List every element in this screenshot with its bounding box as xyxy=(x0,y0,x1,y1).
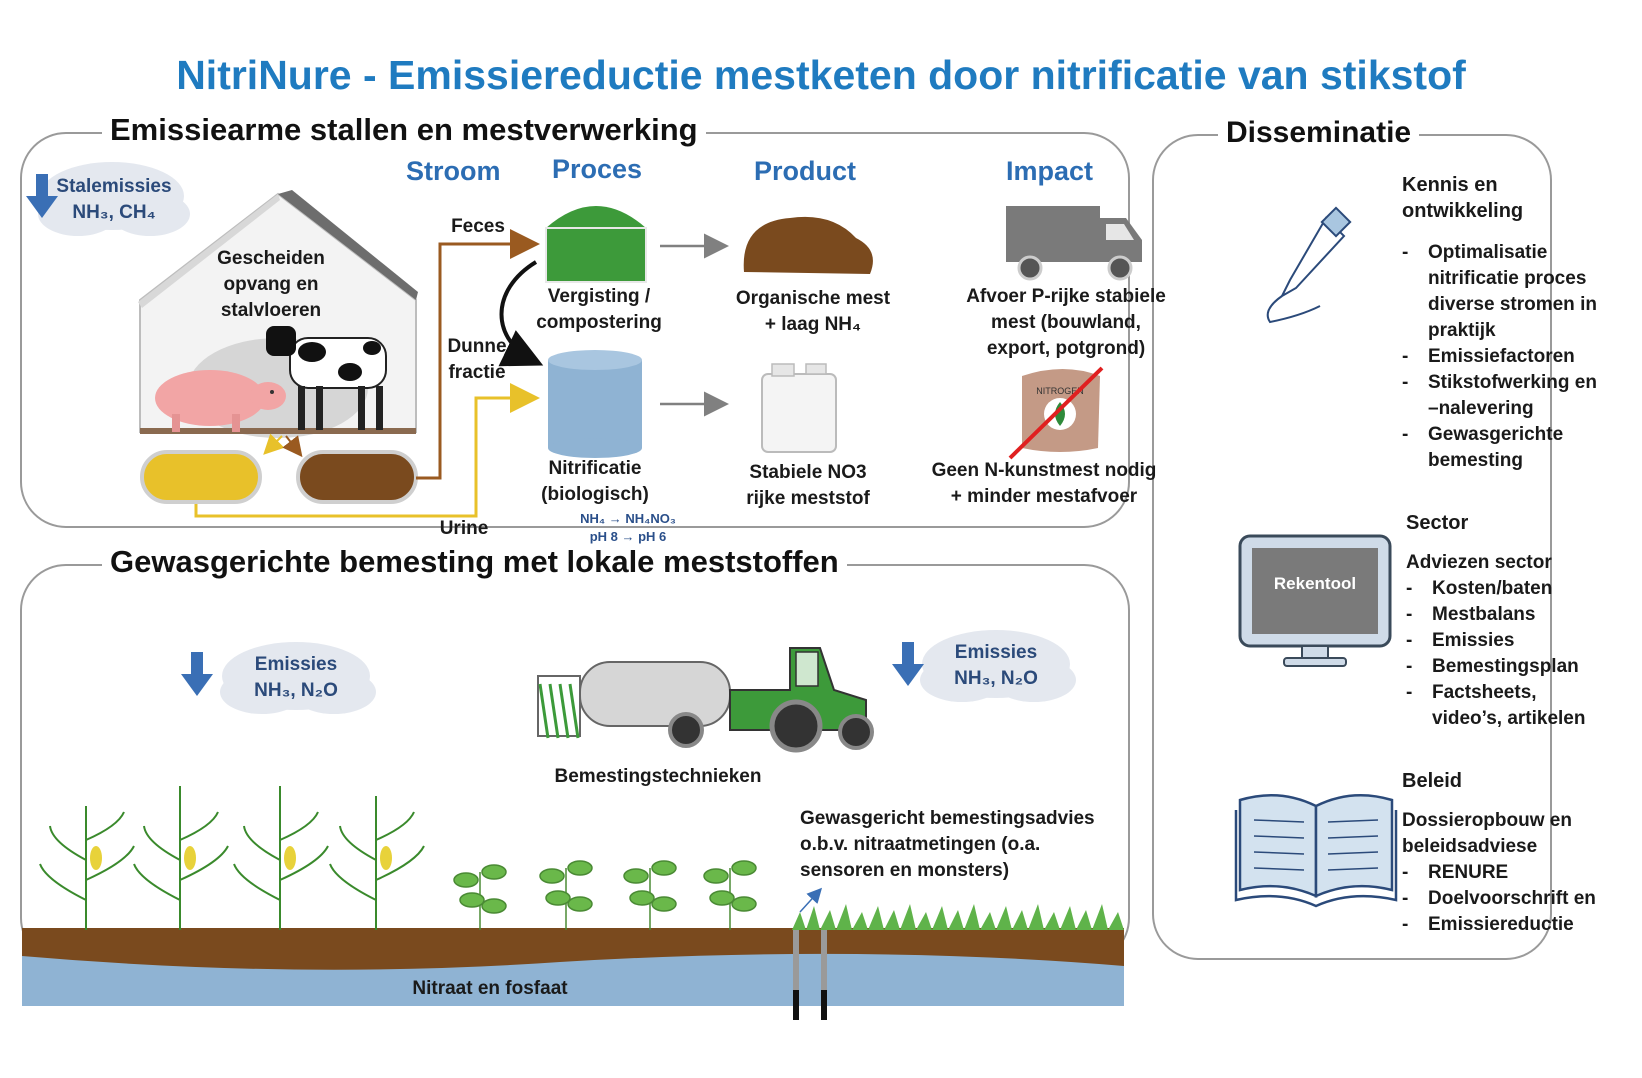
list-item: Emissiefactoren xyxy=(1402,344,1602,370)
process-nitrification-reaction: NH₄ → NH₄NO₃ xyxy=(580,511,676,526)
bag-text: NITROGEN xyxy=(1036,386,1084,396)
emissions-right-title: Emissies xyxy=(954,642,1038,663)
emissions-right-gases: NH₃, N₂O xyxy=(954,668,1038,689)
bottom-section-title: Gewasgerichte bemesting met lokale mests… xyxy=(102,544,847,580)
list-item: Factsheets, video’s, artikelen xyxy=(1406,680,1606,732)
process-nitrification-ph: pH 8 → pH 6 xyxy=(589,529,667,544)
beleid-heading: Beleid xyxy=(1402,770,1463,792)
sidebar-title: Disseminatie xyxy=(1218,116,1420,150)
cow-icon xyxy=(266,326,387,430)
jerrycan-icon xyxy=(761,363,837,453)
digester-icon xyxy=(545,206,647,283)
sidebar-kennis: Kennis en ontwikkeling Optimalisatie nit… xyxy=(1402,172,1602,474)
list-item: Emissiereductie xyxy=(1402,912,1602,938)
impact-export-label: Afvoer P-rijke stabiele mest (bouwland, … xyxy=(966,286,1166,359)
list-item: Bemestingsplan xyxy=(1406,654,1606,680)
monitor-screen-label: Rekentool xyxy=(1273,574,1357,593)
book-icon xyxy=(1234,794,1398,908)
pig-icon xyxy=(155,370,286,432)
fountain-pen-icon xyxy=(1266,206,1352,324)
column-impact: Impact xyxy=(1006,156,1094,186)
sidebar-sector: Sector Adviezen sector Kosten/baten Mest… xyxy=(1406,510,1606,732)
down-arrow-icon xyxy=(181,652,213,696)
reactor-icon xyxy=(548,350,642,458)
flow-feces-label: Feces xyxy=(451,216,505,237)
kennis-heading: Kennis en ontwikkeling xyxy=(1402,174,1524,222)
emissions-right-label: Emissies NH₃, N₂O xyxy=(936,640,1056,692)
feces-storage xyxy=(296,450,418,504)
product-organic-manure-label: Organische mest + laag NH₄ xyxy=(735,288,891,335)
sector-heading: Sector xyxy=(1406,512,1469,534)
urine-storage xyxy=(140,450,262,504)
technique-label: Bemestingstechnieken xyxy=(554,766,762,787)
emissions-left-title: Emissies xyxy=(254,654,338,675)
list-item: Mestbalans xyxy=(1406,602,1606,628)
column-product: Product xyxy=(754,156,857,186)
stal-emissions-title: Stalemissies xyxy=(56,176,172,197)
grass-patch xyxy=(792,904,1124,930)
emissions-cloud-left xyxy=(220,642,376,714)
potato-plants xyxy=(453,860,757,930)
stal-emissions-label: Stalemissies NH₃, CH₄ xyxy=(50,174,178,226)
process-nitrification-label: Nitrificatie (biologisch) xyxy=(541,458,649,505)
truck-icon xyxy=(1006,206,1142,281)
emissions-left-label: Emissies NH₃, N₂O xyxy=(236,652,356,704)
sensor-probes xyxy=(793,930,827,1020)
list-item: Doelvoorschrift en xyxy=(1402,886,1602,912)
list-item: Emissies xyxy=(1406,628,1606,654)
manure-pile-icon xyxy=(743,216,873,274)
list-item: Stikstofwerking en –nalevering xyxy=(1402,370,1602,422)
advice-label: Gewasgericht bemestingsadvies o.b.v. nit… xyxy=(800,808,1095,881)
list-item: Optimalisatie nitrificatie proces divers… xyxy=(1402,240,1602,344)
top-section-title: Emissiearme stallen en mestverwerking xyxy=(102,112,706,148)
sector-list: Kosten/baten Mestbalans Emissies Bemesti… xyxy=(1406,576,1606,732)
impact-no-fertilizer-label: Geen N-kunstmest nodig + minder mestafvo… xyxy=(931,460,1157,507)
emissions-left-gases: NH₃, N₂O xyxy=(254,680,338,701)
column-stroom: Stroom xyxy=(406,156,501,186)
soil-layer xyxy=(22,928,1124,1006)
stal-emissions-gases: NH₃, CH₄ xyxy=(72,202,156,223)
down-arrow-icon xyxy=(26,174,58,218)
corn-plants xyxy=(39,786,425,930)
monitor-icon xyxy=(1238,534,1392,667)
groundwater-label: Nitraat en fosfaat xyxy=(412,978,568,999)
sidebar-beleid: Beleid Dossieropbouw en beleidsadviese R… xyxy=(1402,768,1602,938)
flow-urine-label: Urine xyxy=(439,518,489,539)
list-item: Kosten/baten xyxy=(1406,576,1606,602)
list-item: Gewasgerichte bemesting xyxy=(1402,422,1602,474)
emissions-cloud-right xyxy=(920,630,1076,702)
flow-dunne-fractie-label: Dunne fractie xyxy=(447,336,507,383)
down-arrow-icon xyxy=(892,642,924,686)
list-item: RENURE xyxy=(1402,860,1602,886)
barn-label: Gescheiden opvang en stalvloeren xyxy=(217,248,325,321)
kennis-list: Optimalisatie nitrificatie proces divers… xyxy=(1402,240,1602,474)
beleid-list: RENURE Doelvoorschrift en Emissiereducti… xyxy=(1402,860,1602,938)
fertilizer-bag-icon: NITROGEN xyxy=(1008,366,1104,460)
sector-intro: Adviezen sector xyxy=(1406,552,1552,573)
beleid-intro: Dossieropbouw en beleidsadviese xyxy=(1402,810,1572,857)
tractor-icon xyxy=(537,647,874,753)
page-title: NitriNure - Emissiereductie mestketen do… xyxy=(176,52,1466,98)
column-proces: Proces xyxy=(552,154,643,184)
process-digestion-label: Vergisting / compostering xyxy=(536,286,662,333)
product-no3-fertilizer-label: Stabiele NO3 rijke meststof xyxy=(746,462,870,509)
stal-emissions-cloud xyxy=(38,162,190,236)
